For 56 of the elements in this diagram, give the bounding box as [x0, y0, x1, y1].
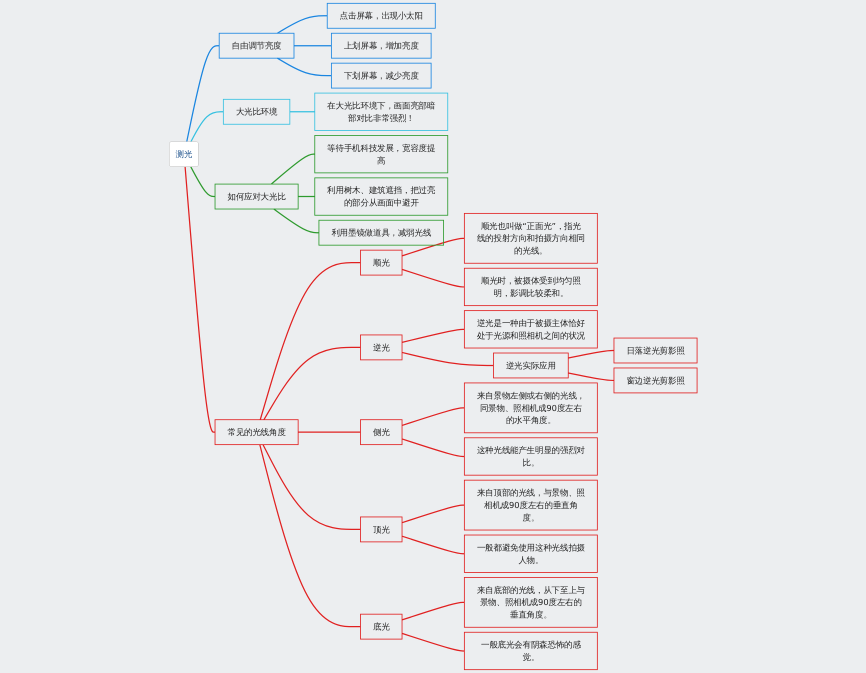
connector [402, 438, 464, 458]
connector [186, 45, 219, 142]
node-box: 底光 [360, 614, 402, 640]
node-box: 顺光也叫做“正面光”，指光线的投射方向和拍摄方向相同的光线。 [464, 212, 598, 264]
connector [190, 166, 215, 198]
connector [290, 111, 315, 112]
connector [259, 262, 360, 420]
node-box: 常见的光线角度 [214, 419, 298, 446]
connector [402, 504, 464, 524]
node-box: 来自景物左侧或右侧的光线，同景物、照相机成90度左右的水平角度。 [464, 382, 598, 434]
connector [190, 111, 224, 142]
node-box: 大光比环境 [222, 98, 290, 125]
node-box: 利用墨镜做道具，减弱光线 [318, 220, 444, 246]
node-box: 顶光 [360, 516, 402, 542]
node-box: 在大光比环境下，画面亮部暗部对比非常强烈！ [314, 92, 448, 131]
connector [402, 632, 464, 652]
node-box: 顺光 [360, 250, 402, 276]
node-box: 来自顶部的光线，与景物、照相机成90度左右的垂直角度。 [464, 480, 598, 530]
connector [270, 154, 315, 185]
node-box: 自由调节亮度 [218, 32, 294, 59]
node-box: 日落逆光剪影照 [613, 338, 698, 364]
node-box: 上划屏幕，增加亮度 [330, 32, 432, 59]
node-box: 如何应对大光比 [214, 184, 298, 210]
connector [263, 346, 360, 420]
connector [402, 328, 464, 343]
connector [402, 352, 494, 366]
connector [294, 45, 332, 46]
connector [276, 58, 332, 76]
node-box: 顺光时，被摄体受到均匀照明，影调比较柔和。 [464, 268, 598, 306]
connector [273, 208, 319, 234]
node-box: 利用树木、建筑遮挡，把过亮的部分从画面中避开 [314, 177, 448, 216]
node-box: 来自底部的光线，从下至上与景物、照相机成90度左右的垂直角度。 [464, 577, 598, 628]
connector [402, 602, 464, 620]
node-box: 一般都避免使用这种光线拍摄人物。 [464, 534, 598, 573]
connector [402, 268, 464, 288]
connector [258, 444, 360, 628]
node-box: 逆光 [360, 334, 402, 360]
connector [262, 444, 360, 530]
connector [568, 350, 614, 359]
node-box: 逆光是一种由于被摄主体恰好处于光源和照相机之间的状况 [464, 310, 598, 348]
connector [276, 15, 328, 34]
connector [402, 536, 464, 554]
node-box: 一般底光会有阴森恐怖的感觉。 [464, 632, 598, 670]
node-box: 下划屏幕，减少亮度 [330, 62, 432, 88]
node-box: 等待手机科技发展，宽容度提高 [314, 135, 448, 174]
node-box: 窗边逆光剪影照 [613, 368, 698, 394]
connector [298, 196, 315, 198]
connector [298, 432, 360, 433]
connector [402, 407, 464, 426]
node-box: 这种光线能产生明显的强烈对比。 [464, 437, 598, 476]
node-box: 侧光 [360, 419, 402, 446]
connector [402, 238, 464, 256]
connector [568, 372, 614, 382]
connector [184, 166, 215, 433]
node-box: 点击屏幕，出现小太阳 [326, 2, 436, 29]
node-box: 逆光实际应用 [492, 352, 568, 378]
